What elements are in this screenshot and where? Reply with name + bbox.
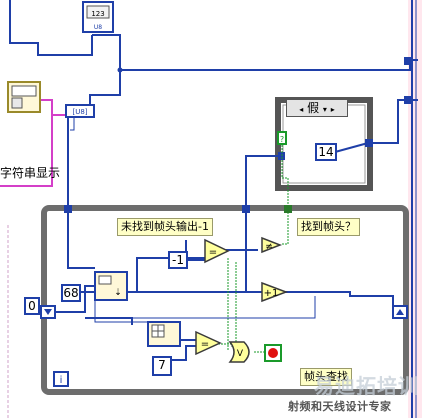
- svg-text:⇣: ⇣: [114, 288, 122, 298]
- svg-text:≠: ≠: [265, 242, 273, 252]
- case-value: 假: [307, 101, 320, 115]
- wire-const7: [170, 345, 196, 361]
- wire-search-index-shift: [132, 296, 316, 319]
- comment-found-header: 找到帧头？: [297, 218, 360, 236]
- constant-68: 68: [61, 284, 81, 302]
- loop-iteration-label: i: [60, 375, 63, 386]
- wire-shift-to-search: [55, 285, 95, 313]
- constant-7: 7: [152, 356, 172, 376]
- wire-top-main: [92, 34, 418, 71]
- svg-text:=: =: [201, 339, 209, 350]
- case-down-arrow-icon: ▾: [322, 105, 327, 114]
- loop-tunnel-top-mid: [242, 205, 250, 213]
- u8-conversion-node: [65, 104, 95, 118]
- string-display-label: 字符串显示: [0, 166, 61, 180]
- increment-node: [261, 281, 289, 303]
- stop-icon: [268, 348, 278, 358]
- constant-neg1: -1: [168, 251, 188, 269]
- constant-0: 0: [24, 297, 40, 315]
- edge-tunnel-2: [404, 96, 411, 104]
- case-left-arrow-icon: ◂: [299, 105, 304, 114]
- wire-loop-array: [67, 213, 95, 269]
- watermark-top: 易迪拓培训: [314, 374, 419, 398]
- equal-compare-node: [204, 238, 230, 264]
- case-output-tunnel: [365, 139, 373, 147]
- wire-not-to-green: [282, 213, 289, 245]
- constant-14: 14: [315, 143, 337, 161]
- case-selector-terminal: [277, 131, 287, 145]
- watermark-bottom: 射频和天线设计专家: [288, 400, 392, 413]
- edge-tunnel-1: [404, 57, 411, 65]
- loop-iteration-terminal: [53, 371, 69, 387]
- svg-text:[U8]: [U8]: [72, 108, 87, 116]
- not-node: [261, 236, 283, 254]
- wire-u8-shift: [70, 117, 75, 131]
- loop-tunnel-top-left: [64, 205, 72, 213]
- comment-not-found: 未找到帧头输出-1: [117, 218, 213, 236]
- numeric-indicator-label: 123: [91, 10, 104, 18]
- wire-junction: [117, 67, 123, 73]
- wire-string-pink: [40, 99, 68, 116]
- wire-top-u8: [9, 0, 93, 56]
- or-node: [228, 341, 250, 363]
- wire-search-out-long: [127, 291, 394, 312]
- wire-index-array-2: [94, 298, 150, 323]
- wire-eq2-to-or: [218, 343, 233, 348]
- svg-text:V: V: [237, 349, 244, 359]
- case-right-arrow-icon: ▸: [330, 105, 335, 114]
- wire-const-14: [334, 142, 369, 153]
- wire-boolean-green: [281, 144, 289, 210]
- wire-case-in: [245, 155, 281, 210]
- case-selector-label[interactable]: ◂ 假 ▾ ▸: [286, 99, 348, 117]
- loop-tunnel-top-green: [284, 205, 292, 213]
- numeric-indicator-type: U8: [94, 24, 102, 31]
- svg-text:+1: +1: [264, 288, 279, 299]
- svg-text:=: =: [209, 247, 217, 258]
- svg-text:?: ?: [280, 135, 284, 144]
- equal-compare-node-2: [195, 330, 222, 356]
- while-loop-frame: [41, 205, 409, 395]
- comment-search-header: 帧头查找: [300, 368, 352, 386]
- wire-string-pink-2: [0, 115, 53, 187]
